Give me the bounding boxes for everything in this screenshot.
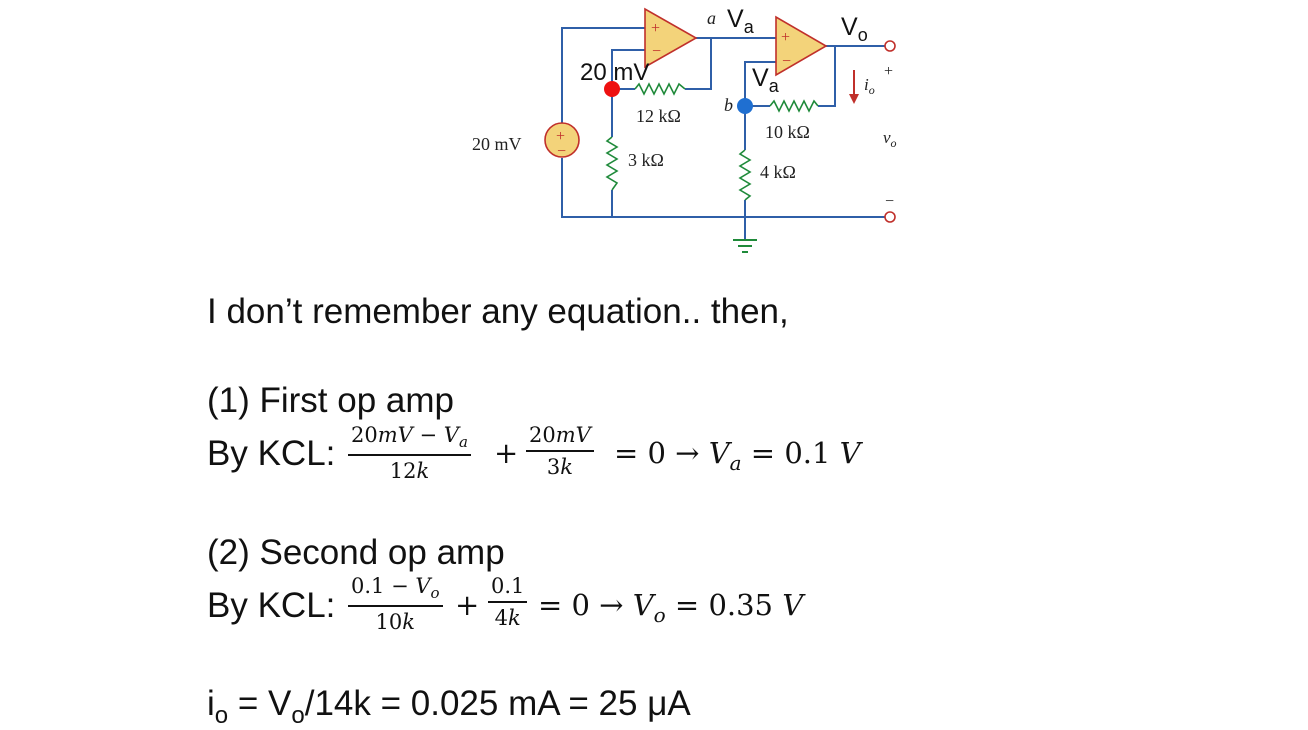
opamp1-plus-sign: + [651, 20, 660, 37]
r3-label: 10 kΩ [765, 122, 810, 142]
node-red [604, 81, 620, 97]
eq2-result: = 0 → Vo = 0.35 V [538, 588, 804, 627]
node-b-label: b [724, 95, 733, 115]
annotation-va-top: Va [727, 5, 755, 37]
circuit-diagram: + − + − + − 20 mV + − vo io 12 kΩ 3 kΩ 1… [472, 5, 897, 253]
opamp2-plus-sign: + [781, 29, 790, 46]
eq1-fraction-1: 20mV − Va 12k [348, 425, 471, 482]
output-voltage-label: vo [883, 128, 897, 150]
annotation-va-b: Va [752, 64, 780, 96]
source-label: 20 mV [472, 134, 522, 154]
output-plus-sign: + [884, 63, 893, 80]
eq1-result: = 0 → Va = 0.1 V [614, 436, 861, 475]
source-minus-sign: − [557, 143, 566, 160]
r4-label: 4 kΩ [760, 162, 796, 182]
opamp2-minus-sign: − [782, 53, 791, 70]
eq2-fraction-2: 0.1 4k [488, 576, 528, 629]
node-blue [737, 98, 753, 114]
step1-title: (1) First op amp [207, 381, 454, 420]
resistor-12k [634, 82, 686, 96]
resistor-4k [738, 149, 752, 201]
node-a-label: a [707, 8, 716, 28]
annotation-20mv: 20 mV [580, 59, 649, 86]
eq2-plus: + [455, 588, 480, 622]
output-minus-sign: − [885, 193, 894, 210]
current-label: io [864, 75, 875, 97]
opamp-2 [775, 15, 828, 77]
annotation-vo: Vo [841, 13, 868, 45]
step2-kcl-label: By KCL: [207, 586, 336, 625]
eq1-fraction-2: 20mV 3k [526, 425, 594, 478]
opamp-1 [644, 7, 698, 69]
step1-kcl-label: By KCL: [207, 434, 336, 473]
source-plus-sign: + [556, 128, 565, 145]
intro-text: I don’t remember any equation.. then, [207, 292, 789, 331]
resistor-3k [605, 136, 619, 191]
ground-icon [733, 239, 757, 253]
output-terminal-bottom [884, 211, 896, 223]
r1-label: 12 kΩ [636, 106, 681, 126]
final-result: io = Vo/14k = 0.025 mA = 25 μA [207, 684, 691, 729]
r2-label: 3 kΩ [628, 150, 664, 170]
output-terminal-top [884, 40, 896, 52]
current-arrow-icon [849, 70, 859, 104]
eq1-plus: + [494, 436, 519, 470]
opamp1-minus-sign: − [652, 43, 661, 60]
voltage-source-icon [544, 122, 580, 158]
resistor-10k [769, 99, 819, 113]
step2-title: (2) Second op amp [207, 533, 505, 572]
eq2-fraction-1: 0.1 − Vo 10k [348, 576, 443, 633]
